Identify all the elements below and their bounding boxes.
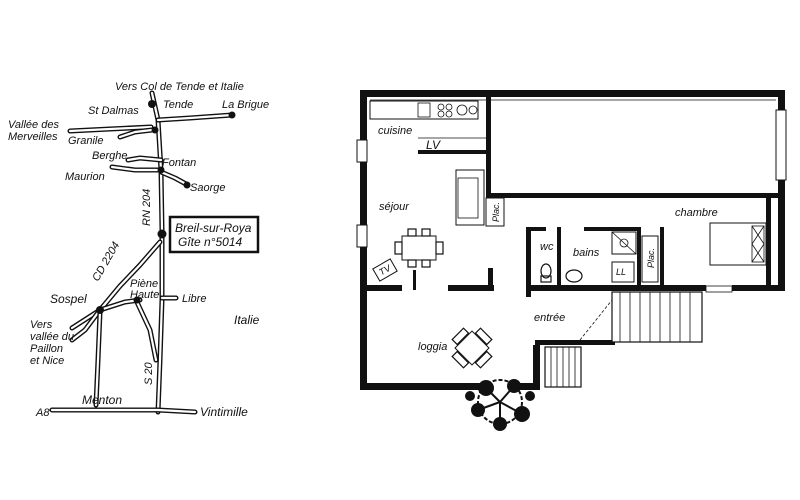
label-la-brigue: La Brigue: [222, 99, 269, 111]
wall-void-left: [486, 97, 491, 197]
window-right: [775, 109, 787, 181]
label-loggia: loggia: [418, 341, 447, 353]
label-bains: bains: [573, 247, 600, 259]
gite-box-border: [168, 215, 260, 254]
label-rn204: RN 204: [141, 189, 153, 226]
closet-left: [485, 197, 505, 227]
label-granile: Granile: [68, 135, 103, 147]
wall-void-bottom: [486, 193, 778, 198]
label-paillon-4: et Nice: [30, 355, 64, 367]
wall-lv: [418, 150, 488, 154]
wall-wc-left: [526, 227, 531, 297]
label-saorge: Saorge: [190, 182, 225, 194]
tree-icon: [465, 379, 535, 431]
hob-2: [456, 104, 468, 116]
label-col-de-tende: Vers Col de Tende et Italie: [115, 81, 244, 93]
wall-top: [360, 90, 785, 97]
label-sospel: Sospel: [50, 292, 87, 306]
label-libre: Libre: [182, 293, 206, 305]
label-chambre: chambre: [675, 207, 718, 219]
wall-wc-bath: [557, 227, 561, 285]
wall-bath-right: [637, 227, 641, 285]
wall-chambre-right: [766, 198, 771, 288]
town-dot-tende: [148, 100, 156, 108]
town-dot-fontan: [157, 166, 165, 174]
label-ll: LL: [616, 267, 626, 277]
wall-chambre-bottom-1: [664, 285, 706, 291]
label-plac-right: Plac.: [646, 248, 656, 268]
town-dot-st-dalmas: [151, 126, 159, 134]
label-lv: LV: [426, 138, 441, 152]
gite-location-box: Breil-sur-Roya Gîte n°5014: [168, 215, 260, 254]
wall-bath-bottom: [526, 285, 664, 291]
toilet: [540, 263, 552, 279]
road-map: Vers Col de Tende et Italie Tende La Bri…: [8, 81, 269, 419]
label-entree: entrée: [534, 312, 565, 324]
gite-box-line1: Breil-sur-Roya: [175, 221, 252, 235]
wall-stub-1: [367, 285, 402, 291]
washbasin: [565, 269, 583, 283]
town-dot-piene: [133, 296, 141, 304]
wall-right: [778, 90, 785, 290]
label-berghe: Berghe: [92, 150, 127, 162]
hob-1: [437, 103, 445, 111]
dining-table: [401, 235, 437, 261]
label-a8: A8: [35, 407, 50, 419]
label-vallee-1: Vallée des: [8, 119, 59, 131]
staircase-upper: [579, 291, 703, 343]
window-left-2: [356, 224, 368, 248]
wall-entree-bottom: [535, 340, 615, 345]
window-chambre: [705, 285, 733, 293]
wall-stub-2: [448, 285, 494, 291]
closet-right: [641, 235, 659, 283]
town-dot-breil: [157, 229, 167, 239]
label-s20: S 20: [143, 361, 155, 385]
label-maurion: Maurion: [65, 171, 105, 183]
label-vallee-2: Merveilles: [8, 131, 58, 143]
label-tende: Tende: [163, 99, 193, 111]
label-italie: Italie: [234, 313, 260, 327]
sink: [417, 102, 431, 118]
label-st-dalmas: St Dalmas: [88, 105, 139, 117]
tv-unit: TV: [372, 258, 398, 282]
washing-machine: [611, 261, 635, 283]
label-paillon-1: Vers: [30, 319, 53, 331]
label-vintimille: Vintimille: [200, 405, 248, 419]
town-dot-sospel: [96, 306, 104, 314]
label-paillon-2: vallée du: [30, 331, 74, 343]
label-sejour: séjour: [379, 201, 410, 213]
town-dot-saorge: [183, 181, 191, 189]
gite-box-line2: Gîte n°5014: [178, 235, 243, 249]
label-menton: Menton: [82, 393, 122, 407]
label-piene-1: Piène: [130, 278, 158, 290]
label-plac-left: Plac.: [491, 202, 501, 222]
wall-plac-right: [660, 227, 664, 291]
loggia-table: [451, 327, 493, 369]
label-piene-2: Haute: [130, 289, 159, 301]
label-cuisine: cuisine: [378, 125, 412, 137]
label-paillon-3: Paillon: [30, 343, 63, 355]
town-dot-la-brigue: [228, 111, 236, 119]
wall-loggia-right: [533, 345, 540, 390]
floor-plan: cuisine LV séjour Plac. TV: [356, 90, 787, 431]
window-left-1: [356, 139, 368, 163]
wall-bath-top: [584, 227, 639, 231]
label-cd2204: CD 2204: [90, 240, 122, 284]
label-wc: wc: [540, 241, 554, 253]
staircase-lower: [544, 346, 582, 388]
wall-chambre-bottom-2: [732, 285, 785, 291]
wall-bottom-loggia: [360, 383, 540, 390]
label-fontan: Fontan: [162, 157, 196, 169]
wall-stub-3: [488, 268, 493, 290]
